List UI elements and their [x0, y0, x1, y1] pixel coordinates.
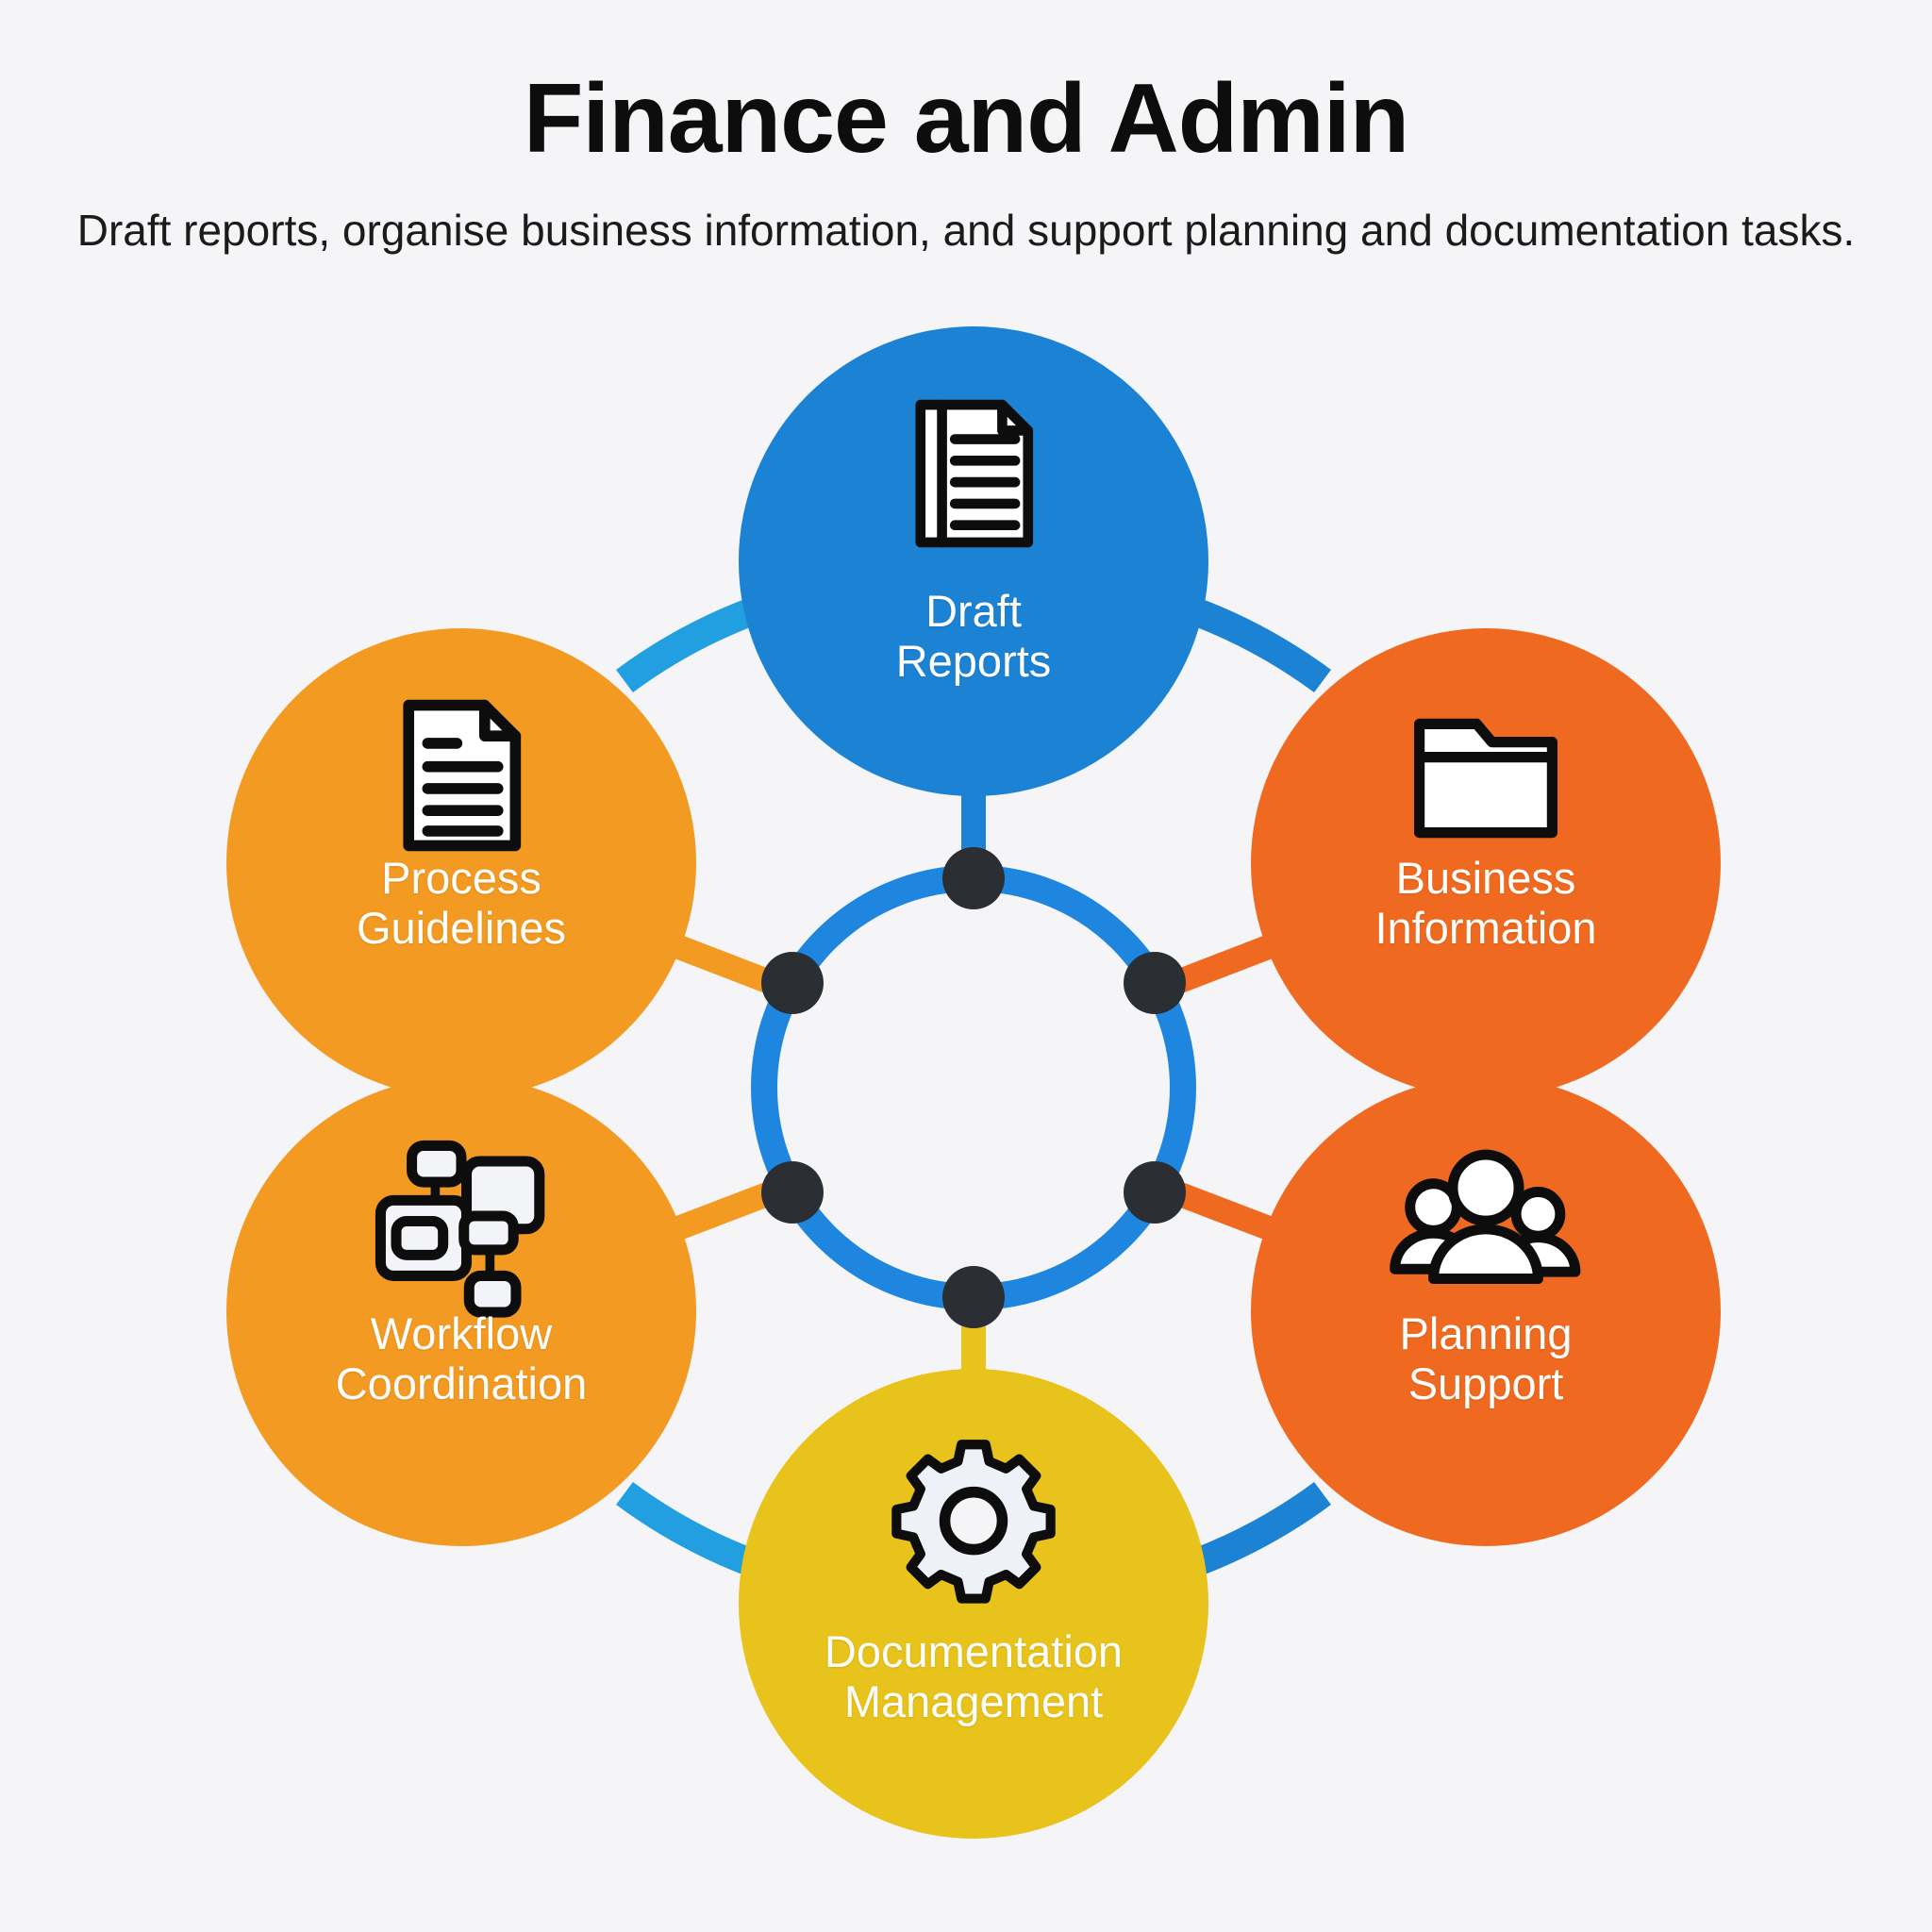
header: Finance and Admin Draft reports, organis… — [0, 0, 1932, 257]
node-circle-documentation-management[interactable] — [739, 1369, 1208, 1839]
people-group-icon — [1390, 1149, 1581, 1284]
node-process-guidelines[interactable] — [226, 628, 696, 1098]
node-documentation-management[interactable] — [739, 1369, 1208, 1839]
page-subtitle: Draft reports, organise business informa… — [76, 206, 1856, 256]
node-circle-process-guidelines[interactable] — [226, 628, 696, 1098]
node-planning-support[interactable] — [1251, 1076, 1721, 1546]
node-circle-workflow-coordination[interactable] — [226, 1076, 696, 1546]
connector-dot-top-left — [761, 952, 824, 1014]
node-circle-business-information[interactable] — [1251, 628, 1721, 1098]
folder-icon — [1413, 718, 1558, 839]
connector-dot-top-right — [1124, 952, 1186, 1014]
node-circle-draft-reports[interactable] — [739, 326, 1208, 796]
hub-connector-dots — [761, 847, 1186, 1328]
hub-ring — [751, 865, 1196, 1310]
gear-icon — [891, 1440, 1056, 1604]
flowchart-icon — [375, 1140, 545, 1318]
node-business-information[interactable] — [1251, 628, 1721, 1098]
node-draft-reports[interactable] — [739, 326, 1208, 796]
connector-dot-top — [942, 847, 1005, 909]
node-workflow-coordination[interactable] — [226, 1076, 696, 1546]
document-page-icon — [403, 699, 522, 852]
connector-dot-bottom-left — [761, 1161, 824, 1224]
connector-dot-bottom — [942, 1266, 1005, 1328]
page-title: Finance and Admin — [523, 64, 1409, 174]
node-circle-planning-support[interactable] — [1251, 1076, 1721, 1546]
connector-dot-bottom-right — [1124, 1161, 1186, 1224]
document-lines-icon — [915, 399, 1034, 548]
